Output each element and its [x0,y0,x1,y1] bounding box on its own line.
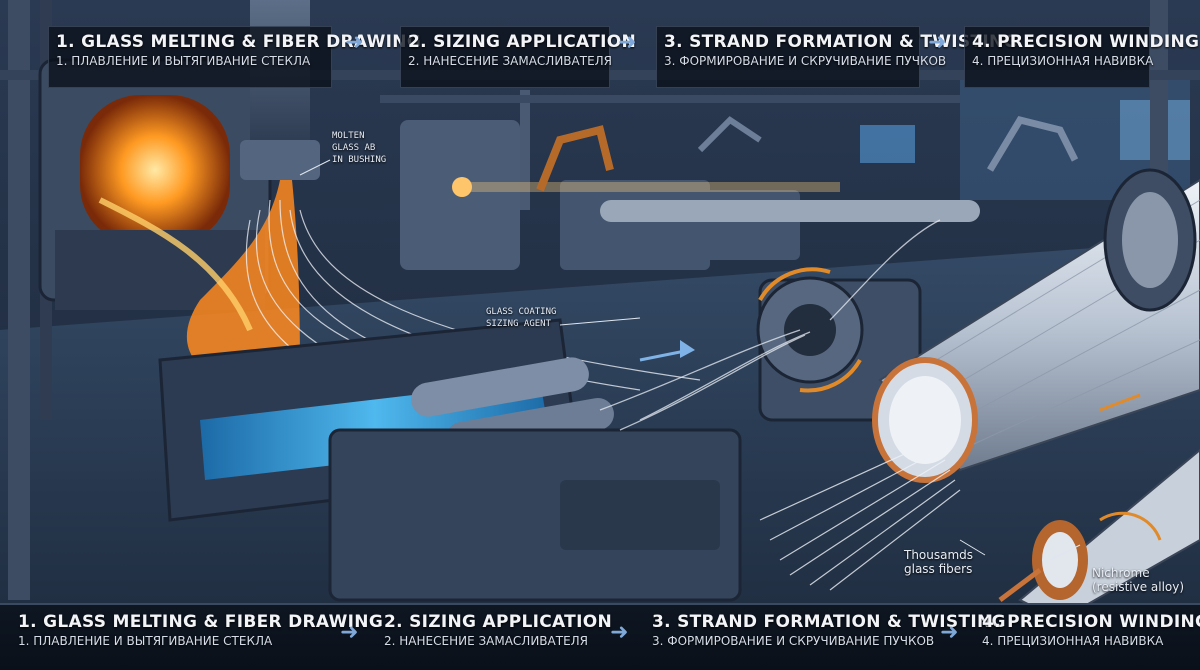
stage-4-bottom-title-ru: 4. ПРЕЦИЗИОННАЯ НАВИВКА [982,634,1164,648]
arrow-right-icon: ➜ [610,620,629,645]
stage-2-top-label: 2. SIZING APPLICATION 2. НАНЕСЕНИЕ ЗАМАС… [408,32,636,68]
stage-4-top-label: 4. PRECISION WINDING 4. ПРЕЦИЗИОННАЯ НАВ… [972,32,1199,68]
arrow-right-icon: ➜ [345,30,364,55]
stage-4-bottom-title-en: 4. PRECISION WINDING [982,612,1200,632]
stage-3-bottom-title-en: 3. STRAND FORMATION & TWISTING [652,612,1006,632]
coating-callout-line-2: SIZING AGENT [486,319,552,329]
nichrome-note-line-1: Nichrome [1092,566,1150,580]
arrow-right-icon: ➜ [940,620,959,645]
stage-4-top-title-en: 4. PRECISION WINDING [972,32,1200,52]
molten-callout-line-2: GLASS AB [332,143,376,153]
stage-1-bottom-label: 1. GLASS MELTING & FIBER DRAWING 1. ПЛАВ… [18,612,383,648]
arrow-right-icon: ➜ [928,30,947,55]
fibers-note-line-2: glass fibers [904,562,973,576]
arrow-right-icon: ➜ [618,30,637,55]
nichrome-note: Nichrome (resistive alloy) [1092,566,1184,594]
stage-4-bottom-label: 4. PRECISION WINDING 4. ПРЕЦИЗИОННАЯ НАВ… [982,612,1200,648]
stage-1-top-panel [48,26,332,88]
stage-4-top-title-ru: 4. ПРЕЦИЗИОННАЯ НАВИВКА [972,54,1154,68]
sizing-agent-callout: GLASS COATING SIZING AGENT [486,306,556,330]
nichrome-note-line-2: (resistive alloy) [1092,580,1185,594]
stage-2-bottom-title-en: 2. SIZING APPLICATION [384,612,612,632]
stage-1-top-title-ru: 1. ПЛАВЛЕНИЕ И ВЫТЯГИВАНИЕ СТЕКЛА [56,54,311,68]
molten-glass-callout: MOLTEN GLASS AB IN BUSHING [332,130,386,166]
molten-callout-line-3: IN BUSHING [332,155,387,165]
stage-3-bottom-label: 3. STRAND FORMATION & TWISTING 3. ФОРМИР… [652,612,1006,648]
stage-3-top-title-en: 3. STRAND FORMATION & TWISTING [664,32,1018,52]
stage-1-bottom-title-en: 1. GLASS MELTING & FIBER DRAWING [18,612,384,632]
fibers-note-line-1: Thousamds [904,548,974,562]
stage-2-top-title-ru: 2. НАНЕСЕНИЕ ЗАМАСЛИВАТЕЛЯ [408,54,613,68]
arrow-right-icon: ➜ [340,620,359,645]
stage-3-top-title-ru: 3. ФОРМИРОВАНИЕ И СКРУЧИВАНИЕ ПУЧКОВ [664,54,947,68]
stage-1-bottom-title-ru: 1. ПЛАВЛЕНИЕ И ВЫТЯГИВАНИЕ СТЕКЛА [18,634,273,648]
stage-1-top-label: 1. GLASS MELTING & FIBER DRAWING 1. ПЛАВ… [56,32,421,68]
coating-callout-line-1: GLASS COATING [486,307,557,317]
stage-1-top-title-en: 1. GLASS MELTING & FIBER DRAWING [56,32,422,52]
stage-2-bottom-title-ru: 2. НАНЕСЕНИЕ ЗАМАСЛИВАТЕЛЯ [384,634,589,648]
stage-2-top-title-en: 2. SIZING APPLICATION [408,32,636,52]
stage-4-top-panel [964,26,1150,88]
molten-callout-line-1: MOLTEN [332,131,365,141]
stage-3-top-panel [656,26,920,88]
stage-2-bottom-label: 2. SIZING APPLICATION 2. НАНЕСЕНИЕ ЗАМАС… [384,612,612,648]
stage-3-bottom-title-ru: 3. ФОРМИРОВАНИЕ И СКРУЧИВАНИЕ ПУЧКОВ [652,634,935,648]
bottom-stage-bar [0,603,1200,670]
stage-3-top-label: 3. STRAND FORMATION & TWISTING 3. ФОРМИР… [664,32,1018,68]
stage-2-top-panel [400,26,610,88]
fibers-note: Thousamds glass fibers [904,548,973,576]
